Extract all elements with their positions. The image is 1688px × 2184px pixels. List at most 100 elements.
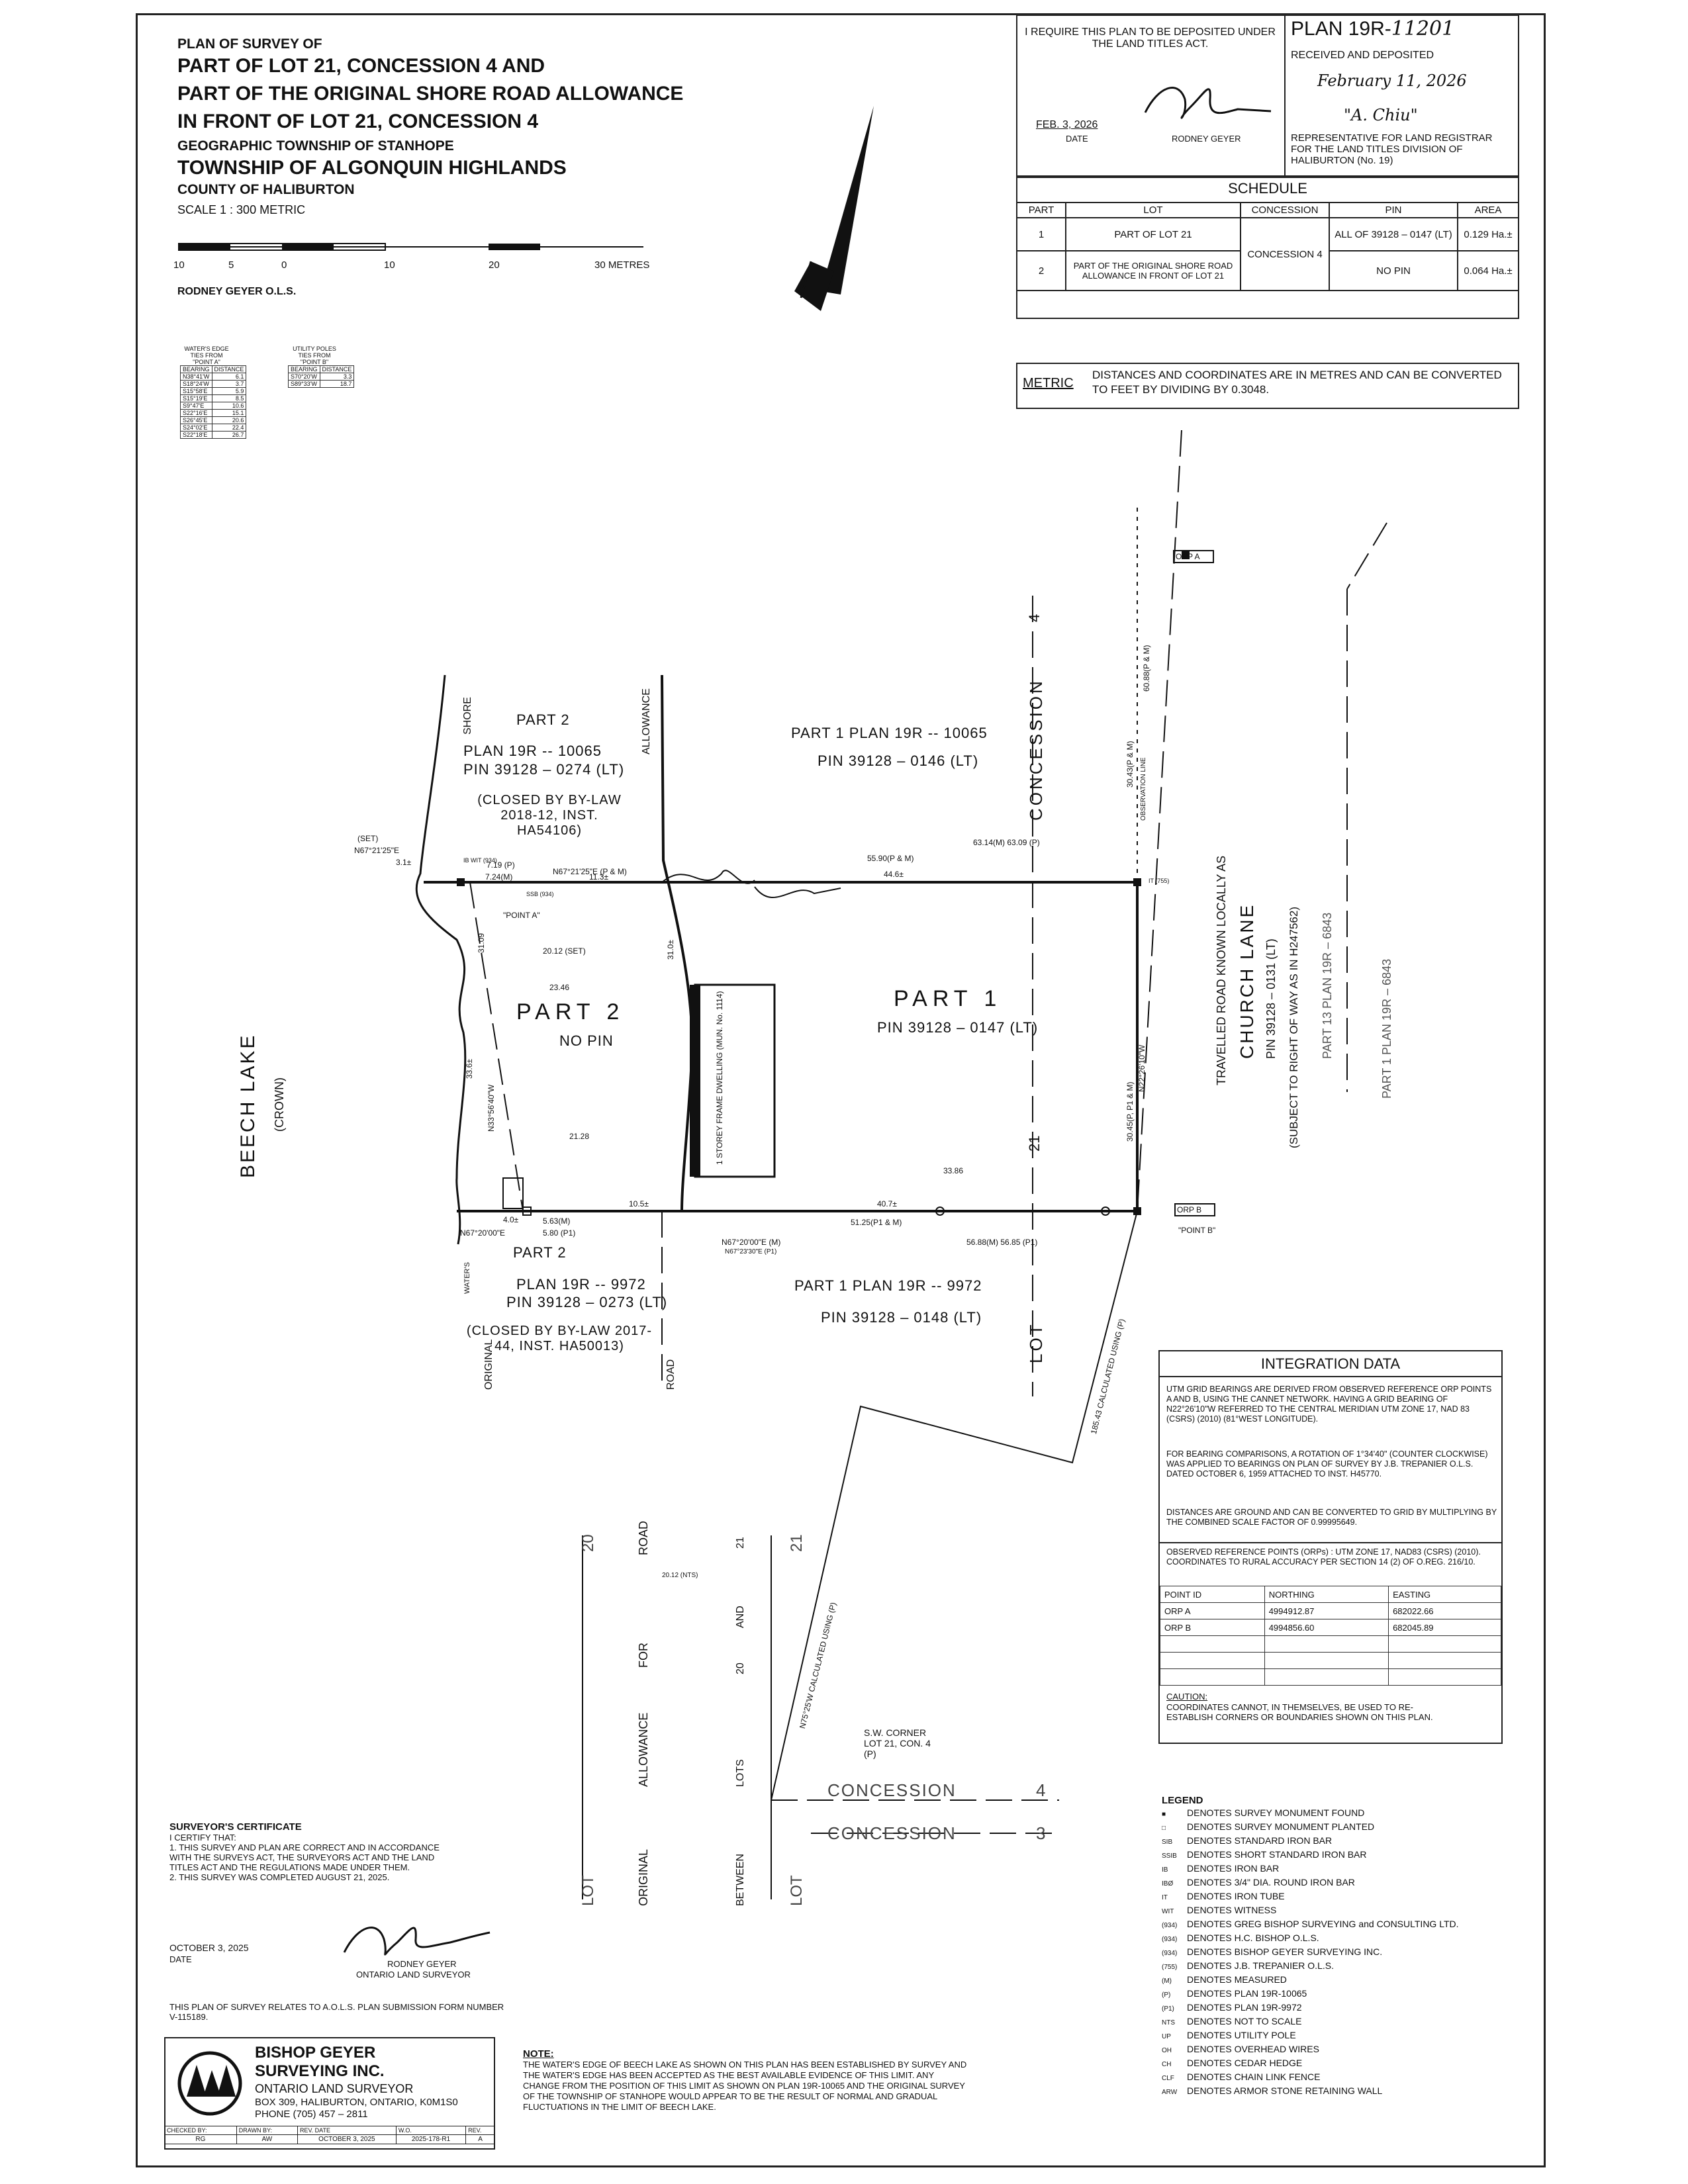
dim-d2346: 23.46 [549,983,570,992]
lot-21-label: 21 [1026,1135,1043,1152]
legend-symbol: OH [1162,2047,1172,2054]
orp-cell: 682045.89 [1388,1619,1501,1636]
orp-cell: ORP A [1160,1602,1265,1619]
church-lane-label: CHURCH LANE [1237,903,1257,1059]
deposit-signer: RODNEY GEYER [1172,134,1241,144]
lower-concession-4: CONCESSION [827,1780,957,1800]
part1-pin: PIN 39128 – 0147 (LT) [877,1019,1039,1036]
scale-tick-30: 30 METRES [594,259,650,271]
title-block-header: DRAWN BY: [236,2126,298,2135]
dim-d5590: 55.90(P & M) [867,854,914,863]
firm-addr: BOX 309, HALIBURTON, ONTARIO, K0M1S0 [255,2097,458,2108]
dim-d6088: 60.88(P & M) [1142,645,1151,692]
legend-text: DENOTES H.C. BISHOP O.L.S. [1187,1933,1319,1943]
schedule-cell: 2 [1016,250,1066,291]
ties-b-title: UTILITY POLES TIES FROM "POINT B" [293,345,336,365]
table-row: ORP A 4994912.87 682022.66 [1160,1602,1501,1619]
point-b-label: "POINT B" [1178,1226,1216,1235]
dim-d6314: 63.14(M) 63.09 (P) [973,838,1040,847]
drawing-frame [136,13,1546,2167]
legend-symbol: SIB [1162,1839,1173,1846]
legend-text: DENOTES NOT TO SCALE [1187,2016,1302,2026]
deposit-date-label: DATE [1066,134,1088,144]
lower-road: ROAD [637,1520,650,1555]
travelled-road-label: TRAVELLED ROAD KNOWN LOCALLY AS [1215,855,1228,1085]
schedule-header-concession: CONCESSION [1240,202,1330,218]
south-part2: PART 2 [513,1244,567,1261]
dim-d563: 5.63(M) [543,1216,571,1226]
signature-deposit [1144,87,1272,119]
road-label: ROAD [665,1359,677,1390]
schedule-row: 1 PART OF LOT 21 CONCESSION 4 ALL OF 391… [1016,217,1519,291]
church-sub: (SUBJECT TO RIGHT OF WAY AS IN H247562) [1288,907,1300,1148]
dim-set-label: (SET) [357,834,379,843]
north-plan: PLAN 19R -- 10065 [463,743,602,759]
lower-lots: LOTS [735,1759,746,1787]
north-pin: PIN 39128 – 0274 (LT) [463,761,625,778]
legend-text: DENOTES PLAN 19R-10065 [1187,1988,1307,1999]
schedule-title: SCHEDULE [1228,180,1307,197]
title-line4: IN FRONT OF LOT 21, CONCESSION 4 [177,111,539,132]
legend-symbol: UP [1162,2033,1171,2040]
lower-20: 20 [579,1534,597,1552]
dim-s-bearing2: N67°23'30"E (P1) [725,1248,777,1255]
legend-item: (755)DENOTES J.B. TREPANIER O.L.S. [1162,1960,1459,1974]
dim-d446: 44.6± [884,870,904,879]
legend-symbol: CH [1162,2061,1172,2068]
legend-title: LEGEND [1162,1795,1203,1806]
north-part2: PART 2 [516,711,570,728]
rep-text: REPRESENTATIVE FOR LAND REGISTRAR FOR TH… [1291,132,1493,166]
schedule-cell: 0.129 Ha.± [1457,217,1519,251]
schedule-cell: PART OF LOT 21 [1065,217,1241,251]
deposit-date: FEB. 3, 2026 [1036,119,1098,130]
dim-d2128: 21.28 [569,1132,590,1141]
shore-label: SHORE [462,697,473,735]
legend: LEGEND ■DENOTES SURVEY MONUMENT FOUND□DE… [1162,1795,1459,2099]
lower-21: 21 [735,1537,746,1549]
legend-text: DENOTES GREG BISHOP SURVEYING and CONSUL… [1187,1919,1459,1929]
north-arrow-icon [794,106,874,311]
certificate-item2: 2. THIS SURVEY WAS COMPLETED AUGUST 21, … [169,1872,390,1882]
received-date: February 11, 2026 [1317,71,1467,90]
part13-label: PART 13 PLAN 19R – 6843 [1321,912,1334,1059]
integration-title: INTEGRATION DATA [1158,1352,1503,1377]
waters-label: WATER'S [463,1262,471,1294]
metric-box [1016,363,1519,409]
ties-cell: 18.7 [319,380,355,388]
schedule-cell: PART OF THE ORIGINAL SHORE ROAD ALLOWANC… [1065,250,1241,291]
title-block-value: AW [236,2134,298,2144]
north-part1-pin: PIN 39128 – 0146 (LT) [818,752,979,769]
orp-cell: 4994856.60 [1264,1619,1389,1636]
lower-and: AND [735,1606,746,1628]
legend-item: (P1)DENOTES PLAN 19R-9972 [1162,2001,1459,2015]
certificate-date-label: DATE [169,1954,192,1964]
lower-20b: 20 [735,1662,746,1674]
south-pin: PIN 39128 – 0273 (LT) [506,1294,668,1310]
dim-d3109: 31.09 [477,933,486,953]
legend-symbol: SSIB [1162,1852,1177,1860]
legend-item: (934)DENOTES GREG BISHOP SURVEYING and C… [1162,1918,1459,1932]
orp-table: POINT ID NORTHING EASTING ORP A 4994912.… [1160,1586,1501,1686]
schedule-cell: NO PIN [1329,250,1458,291]
orp-cell: 4994912.87 [1264,1602,1389,1619]
legend-symbol: (755) [1162,1964,1178,1971]
note-title: NOTE: [523,2048,554,2060]
dim-it755: IT (755) [1149,878,1170,884]
legend-text: DENOTES BISHOP GEYER SURVEYING INC. [1187,1946,1383,1957]
legend-text: DENOTES UTILITY POLE [1187,2030,1296,2040]
ties-b: UTILITY POLES TIES FROM "POINT B" BEARIN… [288,345,355,388]
lower-original: ORIGINAL [637,1848,650,1906]
legend-symbol: (934) [1162,1936,1178,1943]
dim-d5688: 56.88(M) 56.85 (P1) [966,1238,1038,1247]
scale-tick-5: 5 [228,259,234,271]
schedule-cell: CONCESSION 4 [1240,217,1330,291]
title-block-value: 2025-178-R1 [395,2134,467,2144]
legend-items: ■DENOTES SURVEY MONUMENT FOUND□DENOTES S… [1162,1807,1459,2099]
legend-symbol: IB [1162,1866,1168,1874]
lower-concession-3: CONCESSION [827,1823,957,1843]
plan-number-label: PLAN 19R- [1291,18,1391,40]
legend-symbol: IBØ [1162,1880,1174,1888]
orp-header: EASTING [1388,1586,1501,1603]
